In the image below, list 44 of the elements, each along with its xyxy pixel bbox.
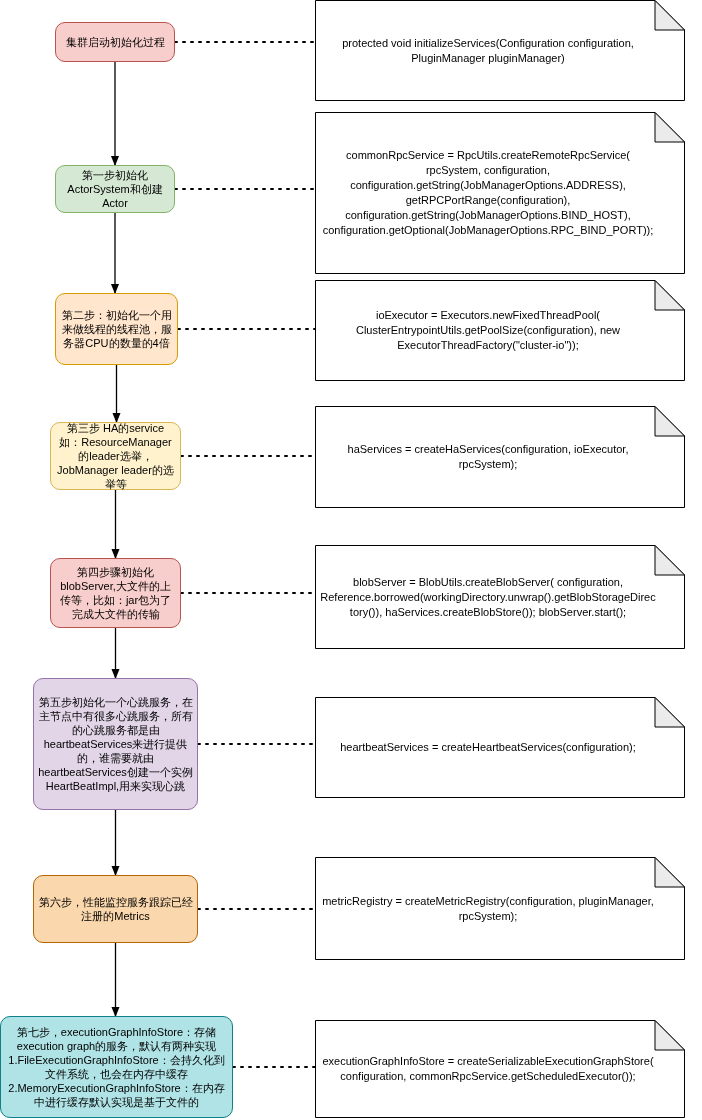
node-text: blobServer = BlobUtils.createBlobServer( configuration, Reference.borrowed(workingDirectory.unwrap().getBlobStorageDirectory()), haServices.createBlobStore()); blobServer.start(); <box>319 574 657 620</box>
dotted-connector <box>174 41 316 43</box>
node-text: metricRegistry = createMetricRegistry(configuration, pluginManager, rpcSystem); <box>321 893 655 924</box>
step-box <box>55 22 175 62</box>
dotted-connector <box>232 1066 316 1068</box>
node-text: ioExecutor = Executors.newFixedThreadPool( ClusterEntrypointUtils.getPoolSize(configuration), new ExecutorThreadFactory("cluster-io")); <box>354 308 622 353</box>
note-box <box>315 697 685 798</box>
step-box <box>50 558 181 628</box>
step-box <box>0 1016 233 1118</box>
node-text: executionGraphInfoStore = createSerializableExecutionGraphStore( configuration, commonRpcService.getScheduledExecutor()); <box>321 1054 655 1084</box>
arrow <box>110 61 120 167</box>
note-box <box>315 545 685 649</box>
node-text: commonRpcService = RpcUtils.createRemoteRpcService( rpcSystem, configuration, configuration.getString(JobManagerOptions.ADDRESS), getRPCPortRange(configuration), configuration.getString(JobManagerOptions.BIND_HOST), configuration.getOptional(JobManagerOptions.RPC_BIND_PORT)); <box>321 148 655 238</box>
node-text: 第四步骤初始化blobServer,大文件的上传等，比如：jar包为了完成大文件的传输 <box>58 565 173 621</box>
dotted-connector <box>197 743 316 745</box>
step-box <box>55 165 175 213</box>
dotted-connector <box>174 188 316 190</box>
node-text: 第一步初始化ActorSystem和创建Actor <box>66 168 164 210</box>
node-text: heartbeatServices = createHeartbeatServices(configuration); <box>340 740 637 755</box>
note-box <box>315 112 685 274</box>
node-text: protected void initializeServices(Configuration configuration, PluginManager pluginManager) <box>341 35 635 66</box>
node-text: 第七步，executionGraphInfoStore：存储execution graph的服务，默认有两种实现 1.FileExecutionGraphInfoStore：会持久化到文件系统，也会在内存中缓存 2.MemoryExecutionGraphInfoStore：在内存中进行缓存默认实现是基于文件的 <box>7 1025 226 1109</box>
dotted-connector <box>177 328 316 330</box>
note-box <box>315 857 685 960</box>
step-box <box>33 678 198 810</box>
node-text: 集群启动初始化过程 <box>65 35 165 49</box>
arrow <box>111 489 120 560</box>
arrow <box>111 942 120 1018</box>
node-text: 第六步，性能监控服务跟踪已经注册的Metrics <box>38 895 193 923</box>
arrow <box>112 364 121 424</box>
dotted-connector <box>197 908 316 910</box>
node-text: 第二步：初始化一个用来做线程的线程池，服务器CPU的数量的4倍 <box>60 308 173 350</box>
arrow <box>111 627 120 680</box>
node-text: 第五步初始化一个心跳服务，在主节点中有很多心跳服务，所有的心跳服务都是由heartbeatServices来进行提供的，谁需要就由heartbeatServices创建一个实例HeartBeatImpl,用来实现心跳 <box>38 695 193 793</box>
step-box <box>33 875 198 943</box>
node-text: haServices = createHaServices(configuration, ioExecutor, rpcSystem); <box>346 442 630 472</box>
arrow <box>111 809 120 877</box>
note-box <box>315 1020 685 1118</box>
note-box <box>315 280 685 381</box>
note-box <box>315 406 685 508</box>
node-text: 第三步 HA的service 如：ResourceManager 的leader选举，JobManager leader的选举等 <box>56 421 175 491</box>
note-box <box>315 0 685 101</box>
arrow <box>110 212 120 295</box>
step-box <box>55 293 178 365</box>
